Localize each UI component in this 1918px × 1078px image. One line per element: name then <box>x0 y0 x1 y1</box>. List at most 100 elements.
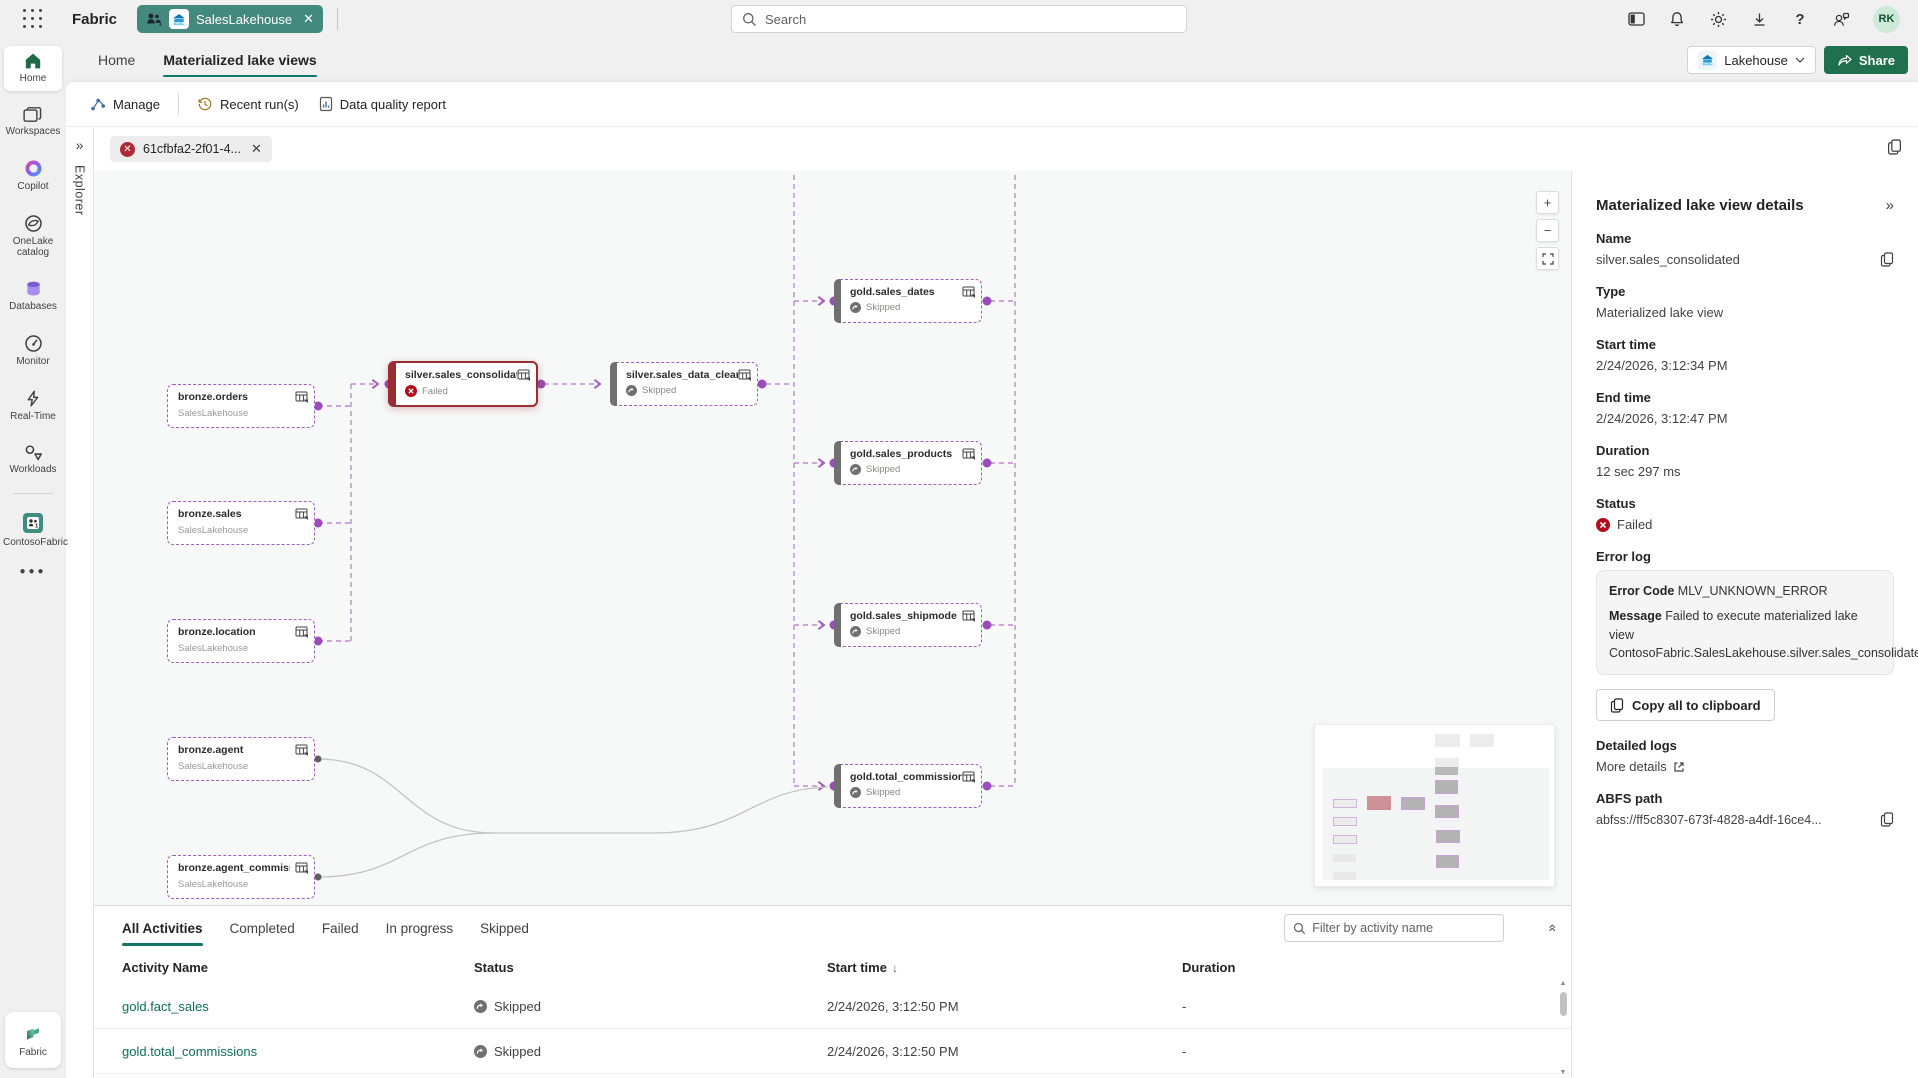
item-tab-saleslakehouse[interactable]: 1 SalesLakehouse ✕ <box>137 5 324 33</box>
column-status[interactable]: Status <box>474 959 514 975</box>
tab-in-progress[interactable]: In progress <box>385 920 454 936</box>
tab-failed[interactable]: Failed <box>321 920 359 936</box>
scroll-down-icon[interactable]: ▼ <box>1559 1069 1567 1076</box>
nav-item-label: Copilot <box>17 181 49 192</box>
lineage-canvas[interactable]: bronze.orders SalesLakehouse bronze.sale… <box>94 171 1571 905</box>
node-title: bronze.agent_commissio... <box>178 862 290 874</box>
graph-node-gold-total-commissions[interactable]: gold.total_commissions Skipped <box>834 764 982 808</box>
fit-view-button[interactable] <box>1536 247 1559 270</box>
activity-duration: - <box>1182 1043 1187 1059</box>
toolbar-divider <box>177 93 179 115</box>
global-search[interactable] <box>731 5 1187 33</box>
scrollbar-thumb[interactable] <box>1559 992 1567 1016</box>
more-details-link[interactable]: More details <box>1596 759 1894 774</box>
graph-node-gold-sales-shipmode[interactable]: gold.sales_shipmode Skipped <box>834 603 982 647</box>
nav-item-databases[interactable]: Databases <box>4 274 62 319</box>
tab-home[interactable]: Home <box>98 52 136 68</box>
zoom-in-button[interactable]: + <box>1536 191 1559 214</box>
activity-filter[interactable] <box>1284 914 1505 942</box>
svg-text:1: 1 <box>35 523 39 529</box>
recent-runs-button[interactable]: Recent run(s) <box>187 90 309 118</box>
nav-more-icon[interactable]: ●●● <box>19 566 47 577</box>
mlv-toolbar: Manage Recent run(s) Data quality report <box>66 82 1918 127</box>
column-activity-name[interactable]: Activity Name <box>122 959 208 975</box>
graph-node-bronze-sales[interactable]: bronze.sales SalesLakehouse <box>167 501 315 545</box>
lakehouse-dropdown[interactable]: Lakehouse <box>1687 46 1816 74</box>
share-button-label: Share <box>1858 52 1895 68</box>
tab-all-activities[interactable]: All Activities <box>122 920 203 946</box>
search-icon <box>742 12 757 27</box>
table-scrollbar[interactable]: ▲ ▼ <box>1556 980 1570 1076</box>
copy-icon[interactable] <box>1887 139 1902 155</box>
nav-item-label: Fabric <box>19 1046 47 1058</box>
expand-explorer-icon[interactable]: » <box>75 137 84 153</box>
close-icon[interactable]: ✕ <box>303 11 315 26</box>
download-icon[interactable] <box>1750 10 1768 28</box>
avatar[interactable]: RK <box>1873 5 1900 33</box>
activity-filter-input[interactable] <box>1312 921 1496 935</box>
node-subtitle: SalesLakehouse <box>178 761 249 772</box>
end-time-value: 2/24/2026, 3:12:47 PM <box>1596 411 1728 426</box>
help-icon[interactable]: ? <box>1795 10 1805 28</box>
search-input[interactable] <box>765 11 1176 27</box>
activity-name-link[interactable]: gold.fact_sales <box>122 998 209 1014</box>
table-row[interactable]: gold.fact_sales Skipped 2/24/2026, 3:12:… <box>94 984 1571 1029</box>
nav-item-home[interactable]: Home <box>4 46 62 91</box>
settings-gear-icon[interactable] <box>1709 10 1727 28</box>
close-run-tab-icon[interactable]: ✕ <box>250 141 262 156</box>
table-icon <box>962 610 975 622</box>
activities-table: Activity Name Status Start time↓ Duratio… <box>94 950 1571 1078</box>
nav-item-label: Workloads <box>9 464 57 475</box>
column-start-time[interactable]: Start time↓ <box>827 959 898 975</box>
copy-icon <box>1610 697 1624 713</box>
tab-materialized-lake-views[interactable]: Materialized lake views <box>163 52 317 77</box>
copy-all-to-clipboard-button[interactable]: Copy all to clipboard <box>1596 689 1775 721</box>
graph-node-bronze-agent-commissions[interactable]: bronze.agent_commissio... SalesLakehouse <box>167 855 315 899</box>
column-duration[interactable]: Duration <box>1182 959 1236 975</box>
graph-node-bronze-agent[interactable]: bronze.agent SalesLakehouse <box>167 737 315 781</box>
collapse-panel-icon[interactable]: » <box>1543 924 1560 932</box>
manage-button[interactable]: Manage <box>80 91 170 118</box>
nav-item-fabric[interactable]: Fabric <box>5 1012 61 1068</box>
collapse-details-icon[interactable]: » <box>1885 197 1894 214</box>
activities-panel: All Activities Completed Failed In progr… <box>94 905 1571 1078</box>
copy-icon[interactable] <box>1880 812 1894 827</box>
nav-item-onelake-catalog[interactable]: OneLake catalog <box>4 208 62 265</box>
notifications-bell-icon[interactable] <box>1668 10 1686 28</box>
type-label: Type <box>1596 284 1626 299</box>
tab-skipped[interactable]: Skipped <box>480 920 529 936</box>
copy-icon[interactable] <box>1880 252 1894 267</box>
activity-duration: - <box>1182 998 1187 1014</box>
topbar-icons: ? RK <box>1627 5 1906 33</box>
graph-node-bronze-orders[interactable]: bronze.orders SalesLakehouse <box>167 384 315 428</box>
panel-toggle-icon[interactable] <box>1627 10 1645 28</box>
graph-node-gold-sales-products[interactable]: gold.sales_products Skipped <box>834 441 982 485</box>
node-accent-bar <box>389 362 396 406</box>
table-row[interactable]: gold.total_commissions Skipped 2/24/2026… <box>94 1029 1571 1074</box>
run-tab[interactable]: ✕ 61cfbfa2-2f01-4... ✕ <box>110 136 272 162</box>
status-label: Status <box>1596 496 1636 511</box>
detailed-logs-label: Detailed logs <box>1596 738 1677 753</box>
graph-node-gold-sales-dates[interactable]: gold.sales_dates Skipped <box>834 279 982 323</box>
minimap[interactable] <box>1314 724 1555 887</box>
nav-item-workloads[interactable]: Workloads <box>4 438 62 482</box>
feedback-icon[interactable] <box>1832 10 1850 28</box>
share-button[interactable]: Share <box>1823 46 1908 74</box>
tab-completed[interactable]: Completed <box>229 920 295 936</box>
nav-item-monitor[interactable]: Monitor <box>4 328 62 374</box>
data-quality-report-button[interactable]: Data quality report <box>309 90 456 118</box>
activity-name-link[interactable]: gold.total_commissions <box>122 1043 258 1059</box>
table-icon <box>962 448 975 460</box>
error-code-label: Error Code <box>1609 584 1675 598</box>
zoom-out-button[interactable]: − <box>1536 219 1559 242</box>
abfs-path-label: ABFS path <box>1596 791 1663 806</box>
nav-item-copilot[interactable]: Copilot <box>4 153 62 199</box>
graph-node-silver-sales-consolidated[interactable]: silver.sales_consolidated Failed <box>388 361 538 407</box>
app-launcher-icon[interactable] <box>18 4 48 34</box>
nav-item-contosofabric[interactable]: 1 ContosoFabric <box>3 506 68 555</box>
nav-item-workspaces[interactable]: Workspaces <box>4 100 62 144</box>
scroll-up-icon[interactable]: ▲ <box>1559 980 1567 987</box>
nav-item-real-time[interactable]: Real-Time <box>4 383 62 429</box>
graph-node-silver-sales-data-cleaned[interactable]: silver.sales_data_cleaned Skipped <box>610 362 758 406</box>
graph-node-bronze-location[interactable]: bronze.location SalesLakehouse <box>167 619 315 663</box>
